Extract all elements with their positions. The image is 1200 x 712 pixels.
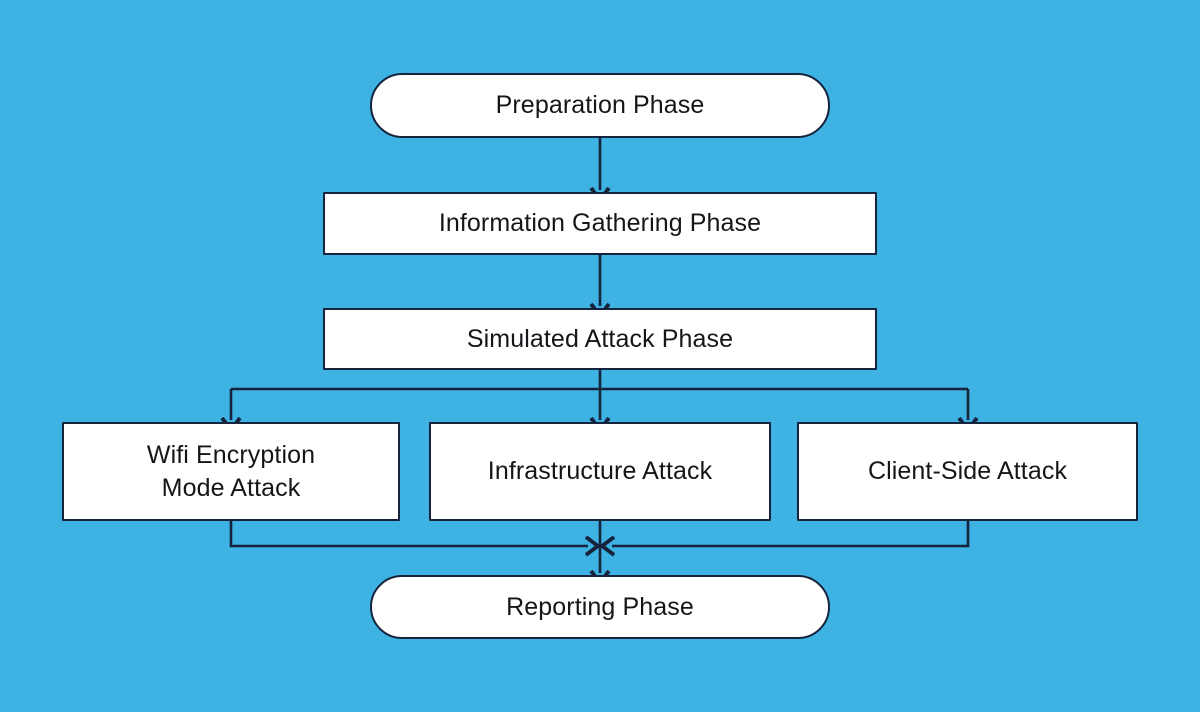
node-preparation-phase-label: Preparation Phase — [495, 91, 705, 119]
node-simulated-attack-phase[interactable]: Simulated Attack Phase — [323, 308, 877, 370]
node-information-gathering-phase[interactable]: Information Gathering Phase — [323, 192, 877, 255]
node-infrastructure-attack-label: Infrastructure Attack — [487, 457, 713, 485]
edge-client-side-attack-to-reporting — [612, 521, 970, 546]
node-client-side-attack-label: Client-Side Attack — [867, 457, 1068, 485]
node-information-gathering-phase-label: Information Gathering Phase — [438, 209, 762, 237]
edge-wifi-encryption-mode-attack-to-reporting — [229, 521, 588, 546]
node-wifi-encryption-mode-attack-label: Wifi Encryption Mode Attack — [146, 440, 316, 502]
node-preparation-phase[interactable]: Preparation Phase — [370, 73, 830, 138]
node-client-side-attack[interactable]: Client-Side Attack — [797, 422, 1138, 521]
node-infrastructure-attack[interactable]: Infrastructure Attack — [429, 422, 771, 521]
node-reporting-phase-label: Reporting Phase — [506, 592, 694, 621]
node-wifi-encryption-mode-attack[interactable]: Wifi Encryption Mode Attack — [62, 422, 400, 521]
node-reporting-phase[interactable]: Reporting Phase — [370, 575, 830, 639]
node-simulated-attack-phase-label: Simulated Attack Phase — [466, 324, 734, 353]
edge-simulated-attack-branch-bus — [231, 370, 968, 391]
